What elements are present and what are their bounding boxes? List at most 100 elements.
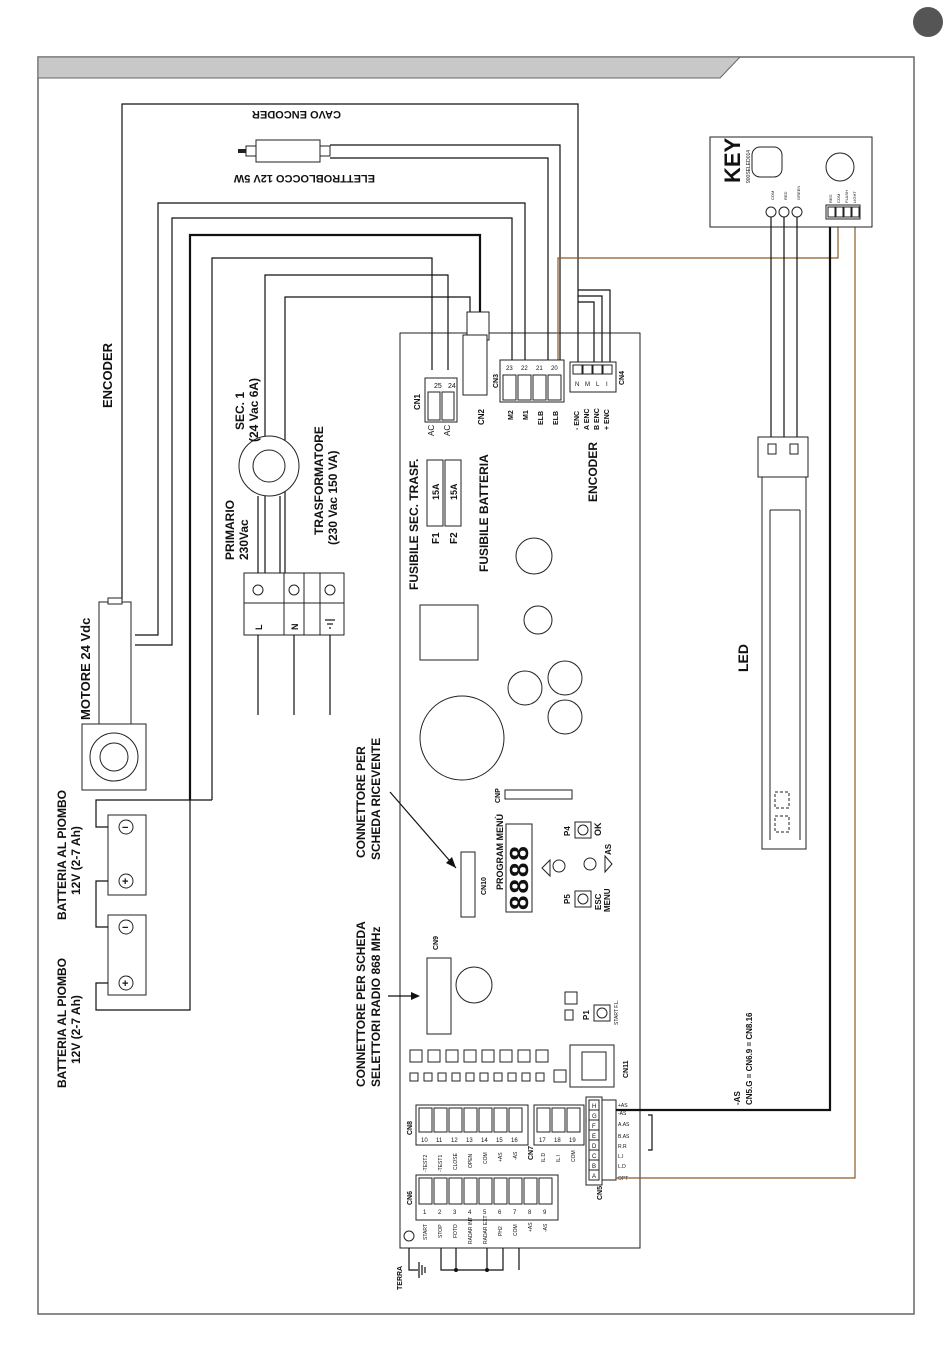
sec1-label-1: SEC. 1 [233, 392, 247, 430]
svg-text:18: 18 [554, 1138, 561, 1144]
p2-indicator [583, 857, 597, 871]
key-term-com: COM [770, 191, 775, 200]
p4-label: P4 [563, 826, 572, 836]
svg-text:5: 5 [483, 1210, 487, 1216]
encoder-board-label: ENCODER [586, 442, 600, 502]
sec1-label-2: (24 Vac 6A) [247, 378, 261, 442]
minus-as-label: -AS [733, 1091, 742, 1105]
svg-text:25: 25 [434, 383, 442, 390]
cn4-a-enc: A ENC [584, 408, 591, 430]
buttons: P4 OK P5 ESC MENU P1 START F.L. [563, 821, 620, 1025]
fusibile-batt-label: FUSIBILE BATTERIA [477, 454, 491, 572]
svg-text:6: 6 [498, 1210, 502, 1216]
cn6-pin-labels: START STOP FOTO RADAR INT RADAR EXT PH2 … [423, 1215, 549, 1244]
svg-text:4: 4 [468, 1210, 472, 1216]
svg-text:1: 1 [423, 1210, 427, 1216]
cn1-label: CN1 [413, 393, 422, 410]
trasf-label-2: (230 Vac 150 VA) [326, 450, 340, 545]
cn11-label: CN11 [623, 1060, 630, 1078]
encoder-cable [121, 103, 579, 600]
batt2-label-1: BATTERIA AL PIOMBO [55, 958, 69, 1088]
led-label: LED [735, 644, 751, 672]
transformer: SEC. 1 (24 Vac 6A) TRASFORMATORE (230 Va… [223, 378, 340, 573]
cn1-ac2: AC [443, 425, 452, 436]
motor-wires [135, 202, 526, 800]
program-menu-label: PROGRAM MENÙ [494, 814, 505, 890]
ricevente-arrow [389, 791, 457, 869]
cn6-pin-4: RADAR INT [468, 1217, 474, 1244]
svg-text:24: 24 [448, 383, 456, 390]
p1-indicator [552, 859, 566, 873]
svg-text:14: 14 [481, 1138, 488, 1144]
battery-2: − + [107, 914, 147, 996]
terminal-n: N [290, 624, 300, 631]
svg-text:E: E [592, 1134, 596, 1140]
program-display: 8888 PROGRAM MENÙ AS [494, 814, 613, 913]
conn-radio-label-1: CONNETTORE PER SCHEDA [354, 921, 368, 1087]
cn6-label: CN6 [407, 1191, 414, 1205]
cn5-pin-f: A.AS [618, 1122, 630, 1128]
elettroblocco-label: ELETTROBLOCCO 12V 5W [233, 172, 375, 184]
key-term-light: LIGHT [852, 191, 857, 203]
cn6-pin-2: STOP [438, 1224, 444, 1238]
p1-label: P1 [582, 1010, 591, 1020]
svg-text:17: 17 [539, 1138, 546, 1144]
svg-text:23: 23 [506, 366, 513, 372]
encoder-bundle [557, 222, 839, 370]
cn5-pin-e: B.AS [618, 1134, 630, 1140]
cn5-pin-b: L.D [618, 1164, 626, 1170]
terminal-l: L [254, 624, 264, 630]
cn6-pin-6: PH2 [498, 1226, 504, 1236]
esc-label: ESC [594, 893, 603, 910]
cn6-pin-9: -AS [543, 1223, 549, 1232]
cn3-label: CN3 [493, 374, 500, 388]
cn6-pin-1: START [423, 1224, 429, 1240]
cn1-ac1: AC [427, 425, 436, 436]
batt1-label-1: BATTERIA AL PIOMBO [55, 790, 69, 920]
terra-label: TERRA [397, 1266, 404, 1290]
cn5: H G F E D C B A CN5 +AS -AS A.AS B.AS R.… [585, 1096, 630, 1200]
cn8-pin-12: CLOSE [453, 1152, 459, 1170]
cn4: N M L I CN4 - ENC A ENC B ENC + ENC [569, 361, 626, 430]
key-term-green: GREEN [796, 186, 801, 200]
svg-text:M: M [585, 382, 590, 388]
cn5-pin-g: -AS [618, 1111, 627, 1117]
key-button-right [825, 152, 855, 182]
cn8-pin-labels: -TEST2 -TEST1 CLOSE OPEN COM +AS -AS [423, 1151, 519, 1172]
cn5-pin-c: L.I [618, 1154, 624, 1160]
svg-text:11: 11 [436, 1138, 443, 1144]
cn8-label: CN8 [407, 1121, 414, 1135]
svg-text:I: I [606, 382, 608, 388]
svg-text:22: 22 [521, 366, 528, 372]
battery-wires [95, 799, 212, 1011]
svg-text:2: 2 [438, 1210, 442, 1216]
cn9: CN9 [426, 936, 452, 1035]
svg-text:3: 3 [453, 1210, 457, 1216]
start-fl-label: START F.L. [614, 1000, 620, 1025]
cn7-pin-18: IL.I [556, 1155, 562, 1162]
cn2-body [462, 334, 488, 396]
svg-text:21: 21 [536, 366, 543, 372]
cn10: CN10 [460, 851, 488, 918]
cn7-pin-19: COM [571, 1150, 577, 1162]
fuse-f1-label: F1 [431, 532, 442, 544]
svg-text:8: 8 [528, 1210, 532, 1216]
svg-text:9: 9 [543, 1210, 547, 1216]
svg-text:12: 12 [451, 1138, 458, 1144]
mains-terminal: L N [243, 572, 345, 715]
cn8-pin-14: COM [483, 1152, 489, 1164]
svg-text:L: L [596, 382, 600, 388]
seven-seg-display: 8888 [504, 844, 534, 910]
cn6-pin-5: RADAR EXT [483, 1215, 489, 1244]
key-logo: KEY [720, 137, 745, 183]
svg-text:15: 15 [496, 1138, 503, 1144]
header-banner [37, 56, 742, 79]
svg-text:G: G [592, 1114, 597, 1120]
cn5-label: CN5 [597, 1186, 604, 1200]
p5-label: P5 [563, 894, 572, 904]
fuse-f2 [444, 459, 462, 527]
terra-wires: TERRA [397, 1248, 520, 1290]
fuse-f2-label: F2 [449, 532, 460, 544]
cn4-neg-enc: - ENC [574, 411, 581, 430]
